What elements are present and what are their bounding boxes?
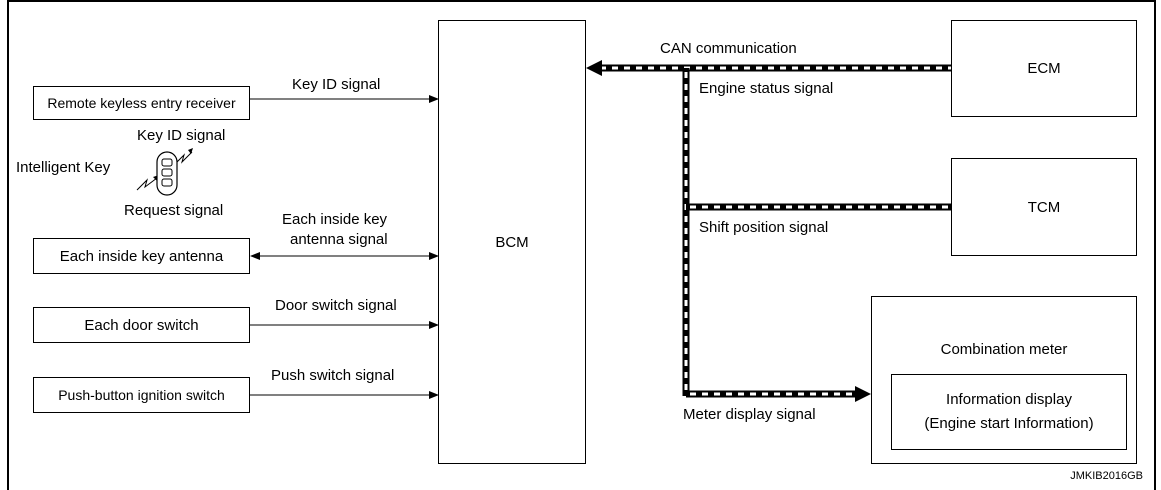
push-button-box: Push-button ignition switch (33, 377, 250, 413)
antenna-signal-label-line1: Each inside key (282, 211, 388, 228)
bcm-label: BCM (495, 233, 529, 251)
information-display-sublabel: (Engine start Information) (924, 415, 1094, 432)
meter-display-signal-label: Meter display signal (683, 406, 816, 423)
push-button-label: Push-button ignition switch (58, 387, 225, 403)
rke-receiver-label: Remote keyless entry receiver (47, 95, 236, 111)
push-switch-signal-label: Push switch signal (271, 367, 395, 384)
inside-antenna-box: Each inside key antenna (33, 238, 250, 274)
reference-code: JMKIB2016GB (1070, 470, 1143, 482)
key-id-signal-label-2: Key ID signal (137, 127, 226, 144)
bcm-box: BCM (438, 20, 586, 464)
antenna-signal-label-line2: antenna signal (290, 231, 388, 248)
key-id-signal-label: Key ID signal (292, 76, 381, 93)
can-communication-label: CAN communication (660, 40, 797, 57)
can-bus (586, 60, 951, 402)
ecm-box: ECM (951, 20, 1137, 117)
intelligent-key-fob-icon (156, 151, 178, 196)
request-signal-label: Request signal (124, 202, 224, 219)
door-switch-box: Each door switch (33, 307, 250, 343)
engine-status-signal-label: Engine status signal (699, 80, 834, 97)
door-switch-signal-label: Door switch signal (275, 297, 397, 314)
request-wave (136, 177, 158, 191)
intelligent-key-label: Intelligent Key (16, 159, 111, 176)
ecm-label: ECM (1027, 60, 1061, 77)
rke-receiver-box: Remote keyless entry receiver (33, 86, 250, 120)
tcm-label: TCM (1027, 198, 1061, 216)
combination-meter-label: Combination meter (940, 341, 1068, 358)
door-switch-label: Each door switch (84, 316, 199, 334)
inside-antenna-label: Each inside key antenna (59, 247, 224, 265)
key-id-wave (173, 151, 193, 166)
information-display-label: Information display (946, 391, 1072, 408)
shift-position-signal-label: Shift position signal (699, 219, 829, 236)
information-display-box: Information display (Engine start Inform… (891, 374, 1127, 450)
tcm-box: TCM (951, 158, 1137, 256)
